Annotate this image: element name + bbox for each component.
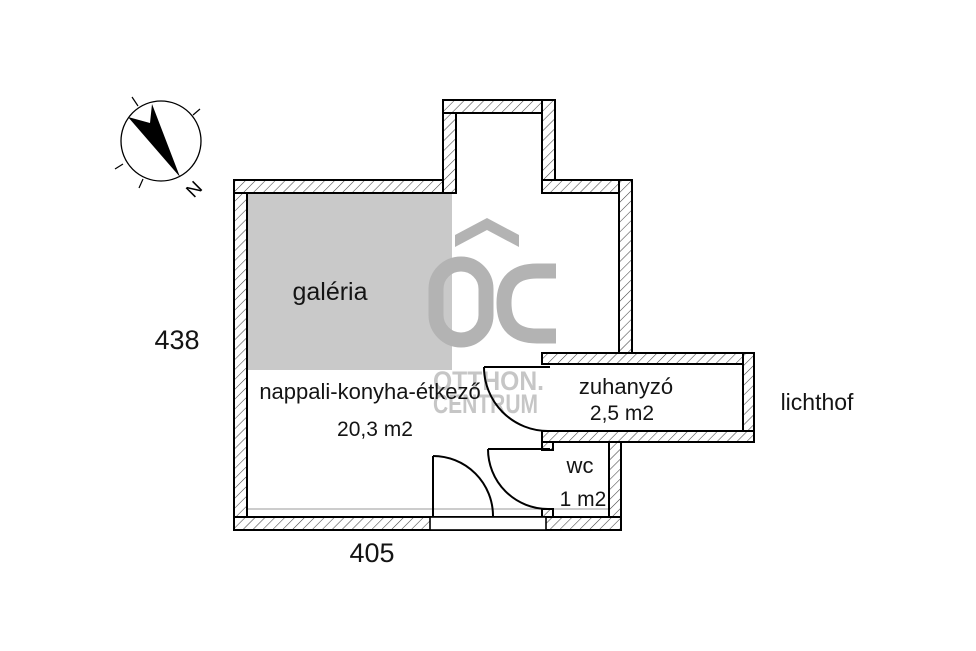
galeria-floor [247, 193, 452, 370]
compass-tick [138, 178, 144, 189]
dimension-horizontal: 405 [349, 538, 395, 568]
watermark-logo-o [428, 256, 494, 348]
room-label-zuhanyzo: zuhanyzó [578, 374, 674, 399]
room-area-nappali: 20,3 m2 [337, 418, 413, 441]
wall-left [233, 179, 248, 531]
wall-protrusion-top [442, 99, 556, 114]
watermark-logo-c [496, 263, 556, 344]
watermark-line2: CENTRUM [433, 389, 538, 419]
compass-tick [192, 108, 201, 116]
compass-ticks [114, 96, 201, 189]
compass-circle [120, 100, 202, 182]
dimension-vertical: 438 [154, 325, 200, 355]
wall-shower-bottom [541, 430, 755, 443]
compass-north-label: N [182, 178, 207, 203]
room-area-zuhanyzo: 2,5 m2 [589, 402, 655, 425]
doors [432, 366, 550, 517]
door-entry-swing-arc [432, 455, 494, 517]
door-shower-swing-arc [483, 366, 549, 432]
compass-tick [114, 163, 124, 170]
room-label-lichthof: lichthof [780, 389, 854, 415]
room-label-galeria: galéria [292, 278, 368, 306]
compass: N [114, 96, 207, 203]
wall-bottom [233, 516, 622, 531]
wall-shower-top [541, 352, 755, 365]
room-area-wc: 1 m2 [559, 488, 607, 511]
wall-right-upper [618, 179, 633, 354]
compass-needle-icon [128, 104, 180, 177]
watermark: OTTHON. CENTRUM [428, 218, 556, 419]
wall-top-left [233, 179, 457, 194]
compass-center-dot [161, 140, 167, 146]
room-label-wc: wc [566, 453, 594, 478]
walls [233, 99, 755, 531]
room-label-nappali: nappali-konyha-étkező [259, 379, 481, 404]
door-threshold [429, 516, 547, 531]
door-wc-swing-arc [487, 448, 549, 510]
wall-wc-right [608, 441, 622, 520]
wall-shower-right [742, 352, 755, 443]
compass-tick [131, 96, 139, 107]
watermark-roof-icon [455, 218, 519, 247]
